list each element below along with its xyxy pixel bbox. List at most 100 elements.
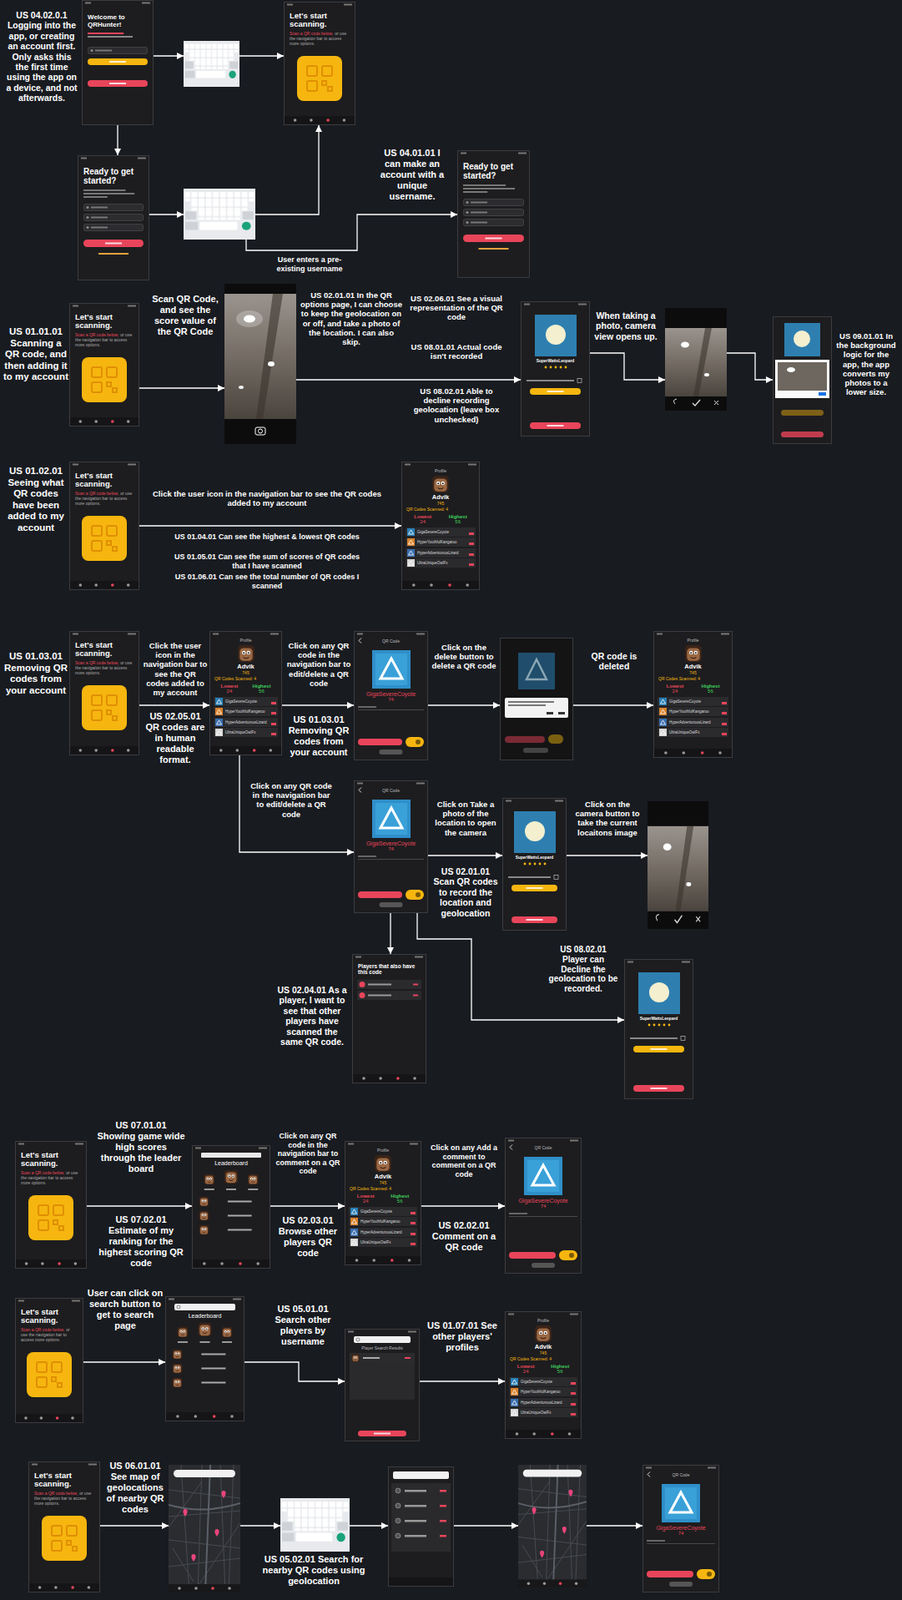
screen-text: GigaSevereCoyote	[417, 529, 468, 535]
use-shape	[280, 1497, 350, 1552]
phone-screen: Let's start scanning.Scan a QR code belo…	[28, 1461, 101, 1593]
screen-graphic	[503, 798, 566, 803]
svg-shape	[70, 462, 139, 467]
rect-shape	[372, 650, 411, 689]
svg-shape	[463, 246, 525, 251]
phone-screen: Leaderboard	[191, 1144, 271, 1269]
path-shape	[106, 710, 117, 721]
rect-shape	[627, 961, 634, 963]
circle-shape	[465, 211, 469, 214]
rect-shape	[239, 647, 252, 661]
story-caption: When taking a photo, camera view opens u…	[590, 310, 661, 342]
svg-shape	[534, 1324, 553, 1343]
screen-text: QR Codes Scanned: 4	[345, 1184, 421, 1192]
screen-text: Lowest	[221, 683, 239, 689]
svg-shape	[166, 1296, 244, 1301]
rect-shape	[546, 711, 554, 715]
profile-name: Advik	[402, 493, 479, 501]
rect-shape	[508, 1139, 514, 1142]
circle-shape	[693, 650, 697, 655]
phone-screen: Let's start scanning.Scan a QR code belo…	[69, 302, 140, 427]
circle-shape	[523, 862, 526, 866]
qr-name: SuperWattsLeopard	[503, 855, 566, 860]
svg-shape	[345, 1329, 419, 1334]
svg-shape	[654, 631, 732, 636]
rect-shape	[83, 196, 108, 198]
rect-shape	[407, 528, 415, 536]
rect-shape	[629, 1037, 678, 1039]
rect-shape	[70, 580, 139, 590]
rect-shape	[172, 1377, 183, 1388]
rect-shape	[232, 1298, 242, 1301]
circle-shape	[528, 862, 531, 866]
phone-screen: SuperWattsLeopard	[520, 301, 590, 437]
spacer	[345, 1246, 421, 1256]
screen-text: 745	[210, 670, 282, 676]
rect-shape	[80, 157, 87, 160]
circle-shape	[194, 1414, 198, 1418]
screen-text: Highest	[390, 1193, 409, 1199]
polyline-shape	[566, 854, 648, 856]
screen-graphic	[284, 115, 355, 125]
screen-graphic	[410, 1209, 416, 1213]
rect-shape	[87, 35, 133, 38]
rect-shape	[109, 60, 126, 63]
rect-shape	[270, 633, 279, 635]
rect-shape	[463, 184, 506, 187]
circle-shape	[201, 1326, 205, 1331]
path-shape	[512, 1400, 518, 1405]
rect-shape	[680, 1036, 686, 1041]
circle-shape	[110, 419, 115, 424]
circle-shape	[667, 1023, 671, 1027]
circle-shape	[793, 330, 811, 348]
svg-shape	[357, 786, 363, 793]
circle-shape	[94, 583, 98, 587]
svg-shape	[463, 198, 525, 207]
screen-header: QR Code	[354, 635, 428, 646]
screen-text: Profile	[654, 635, 732, 643]
circle-shape	[54, 1585, 58, 1589]
circle-shape	[694, 651, 696, 654]
circle-shape	[230, 1414, 234, 1418]
circle-shape	[220, 1261, 224, 1265]
screen-graphic	[15, 1259, 86, 1268]
circle-shape	[201, 1199, 203, 1201]
rect-shape	[468, 553, 474, 556]
rect-shape	[200, 1212, 208, 1220]
rect-shape	[547, 424, 565, 427]
svg-shape	[463, 218, 525, 227]
rect-shape	[172, 1349, 183, 1360]
rect-shape	[352, 1073, 426, 1083]
screen-graphic	[410, 1240, 416, 1244]
screen-text: QR Codes Scanned: 4	[402, 505, 479, 513]
screen-text: 745	[654, 670, 732, 676]
screen-graphic	[215, 697, 223, 706]
rect-shape	[367, 982, 392, 985]
spacer	[210, 736, 282, 746]
circle-shape	[241, 650, 246, 655]
svg-shape	[192, 1145, 270, 1150]
rect-shape	[650, 1087, 668, 1089]
path-shape	[408, 550, 414, 555]
circle-shape	[178, 1366, 180, 1368]
screen-graphic	[463, 234, 525, 242]
rect-shape	[168, 1298, 175, 1301]
polyline-shape	[139, 387, 225, 389]
screen-graphic	[357, 889, 424, 908]
use-shape	[224, 283, 297, 444]
screen-graphic	[354, 631, 428, 636]
rect-shape	[91, 382, 102, 393]
screen-graphic	[170, 1320, 240, 1346]
phone-screen: SuperWattsLeopard	[502, 797, 567, 931]
svg-shape	[357, 854, 424, 862]
rect-shape	[508, 1251, 556, 1259]
rect-shape	[357, 633, 363, 635]
use-shape	[183, 188, 256, 240]
svg-shape	[345, 1255, 421, 1265]
circle-shape	[182, 1330, 186, 1333]
rect-shape	[192, 1259, 270, 1268]
path-shape	[438, 487, 444, 489]
phone-screen: Welcome to QRHunter!	[81, 0, 154, 126]
screen-text: GigaSevereCoyote	[360, 1209, 409, 1214]
rect-shape	[271, 701, 277, 705]
